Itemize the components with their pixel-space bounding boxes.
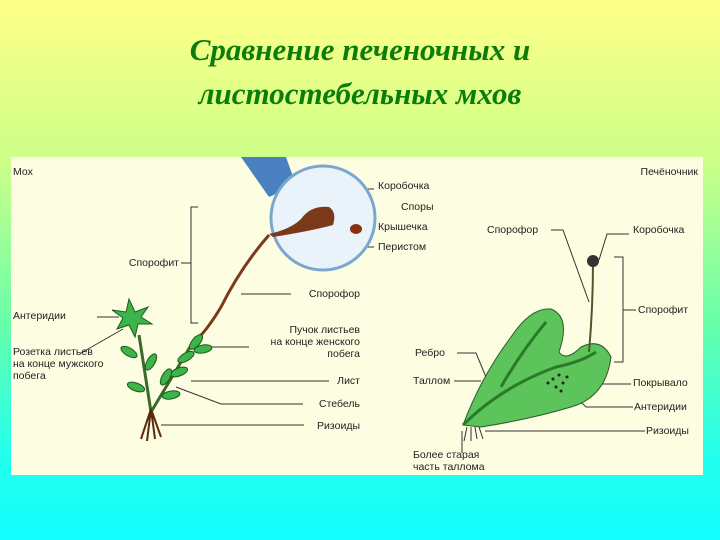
tuft-line-3: побега [327, 348, 360, 360]
old-part-line-1: Более старая [413, 449, 480, 461]
tuft-line-1: Пучок листьев [289, 324, 360, 336]
liverwort-label-rib: Ребро [415, 347, 445, 359]
magnifier-icon [241, 157, 377, 272]
moss-heading: Мох [13, 166, 33, 178]
moss-label-lid: Крышечка [378, 221, 428, 233]
moss-label-capsule: Коробочка [378, 180, 430, 192]
tuft-line-2: на конце женского [270, 336, 360, 348]
liverwort-icon [461, 255, 612, 442]
liverwort-heading: Печёночник [640, 166, 698, 178]
moss-label-stem: Стебель [319, 398, 360, 410]
moss-label-peristome: Перистом [378, 241, 427, 253]
slide-title: Сравнение печеночных и листостебельных м… [0, 28, 720, 116]
title-line-1: Сравнение печеночных и [189, 32, 531, 67]
moss-label-rhizoids: Ризоиды [317, 420, 360, 432]
moss-label-leaf: Лист [337, 375, 360, 387]
moss-label-sporophyte: Спорофит [128, 257, 179, 269]
old-part-line-2: часть таллома [413, 461, 485, 473]
moss-label-spores: Споры [401, 201, 434, 213]
rosette-line-3: побега [13, 370, 46, 382]
liverwort-label-sporophyte: Спорофит [638, 304, 689, 316]
liverwort-label-rhizoids: Ризоиды [646, 425, 689, 437]
rosette-line-2: на конце мужского [13, 358, 104, 370]
title-line-2: листостебельных мхов [198, 76, 522, 111]
moss-label-tuft: Пучок листьев на конце женского побега [271, 324, 360, 360]
rosette-line-1: Розетка листьев [13, 346, 93, 358]
moss-label-sporophore: Спорофор [308, 288, 360, 300]
liverwort-label-sporophore: Спорофор [487, 224, 539, 236]
diagram-drawing [80, 157, 645, 453]
liverwort-label-capsule: Коробочка [633, 224, 685, 236]
liverwort-label-cover: Покрывало [633, 377, 688, 389]
moss-label-antheridia: Антеридии [13, 310, 66, 322]
moss-plant-icon [111, 234, 271, 442]
liverwort-label-thallus: Таллом [413, 375, 451, 387]
moss-label-rosette: Розетка листьев на конце мужского побега [13, 346, 104, 382]
liverwort-label-antheridia: Антеридии [634, 401, 687, 413]
liverwort-label-old-part: Более старая часть таллома [413, 449, 485, 473]
diagram-panel: Мох Коробочка Споры Крышечка Перистом Сп… [11, 157, 703, 475]
